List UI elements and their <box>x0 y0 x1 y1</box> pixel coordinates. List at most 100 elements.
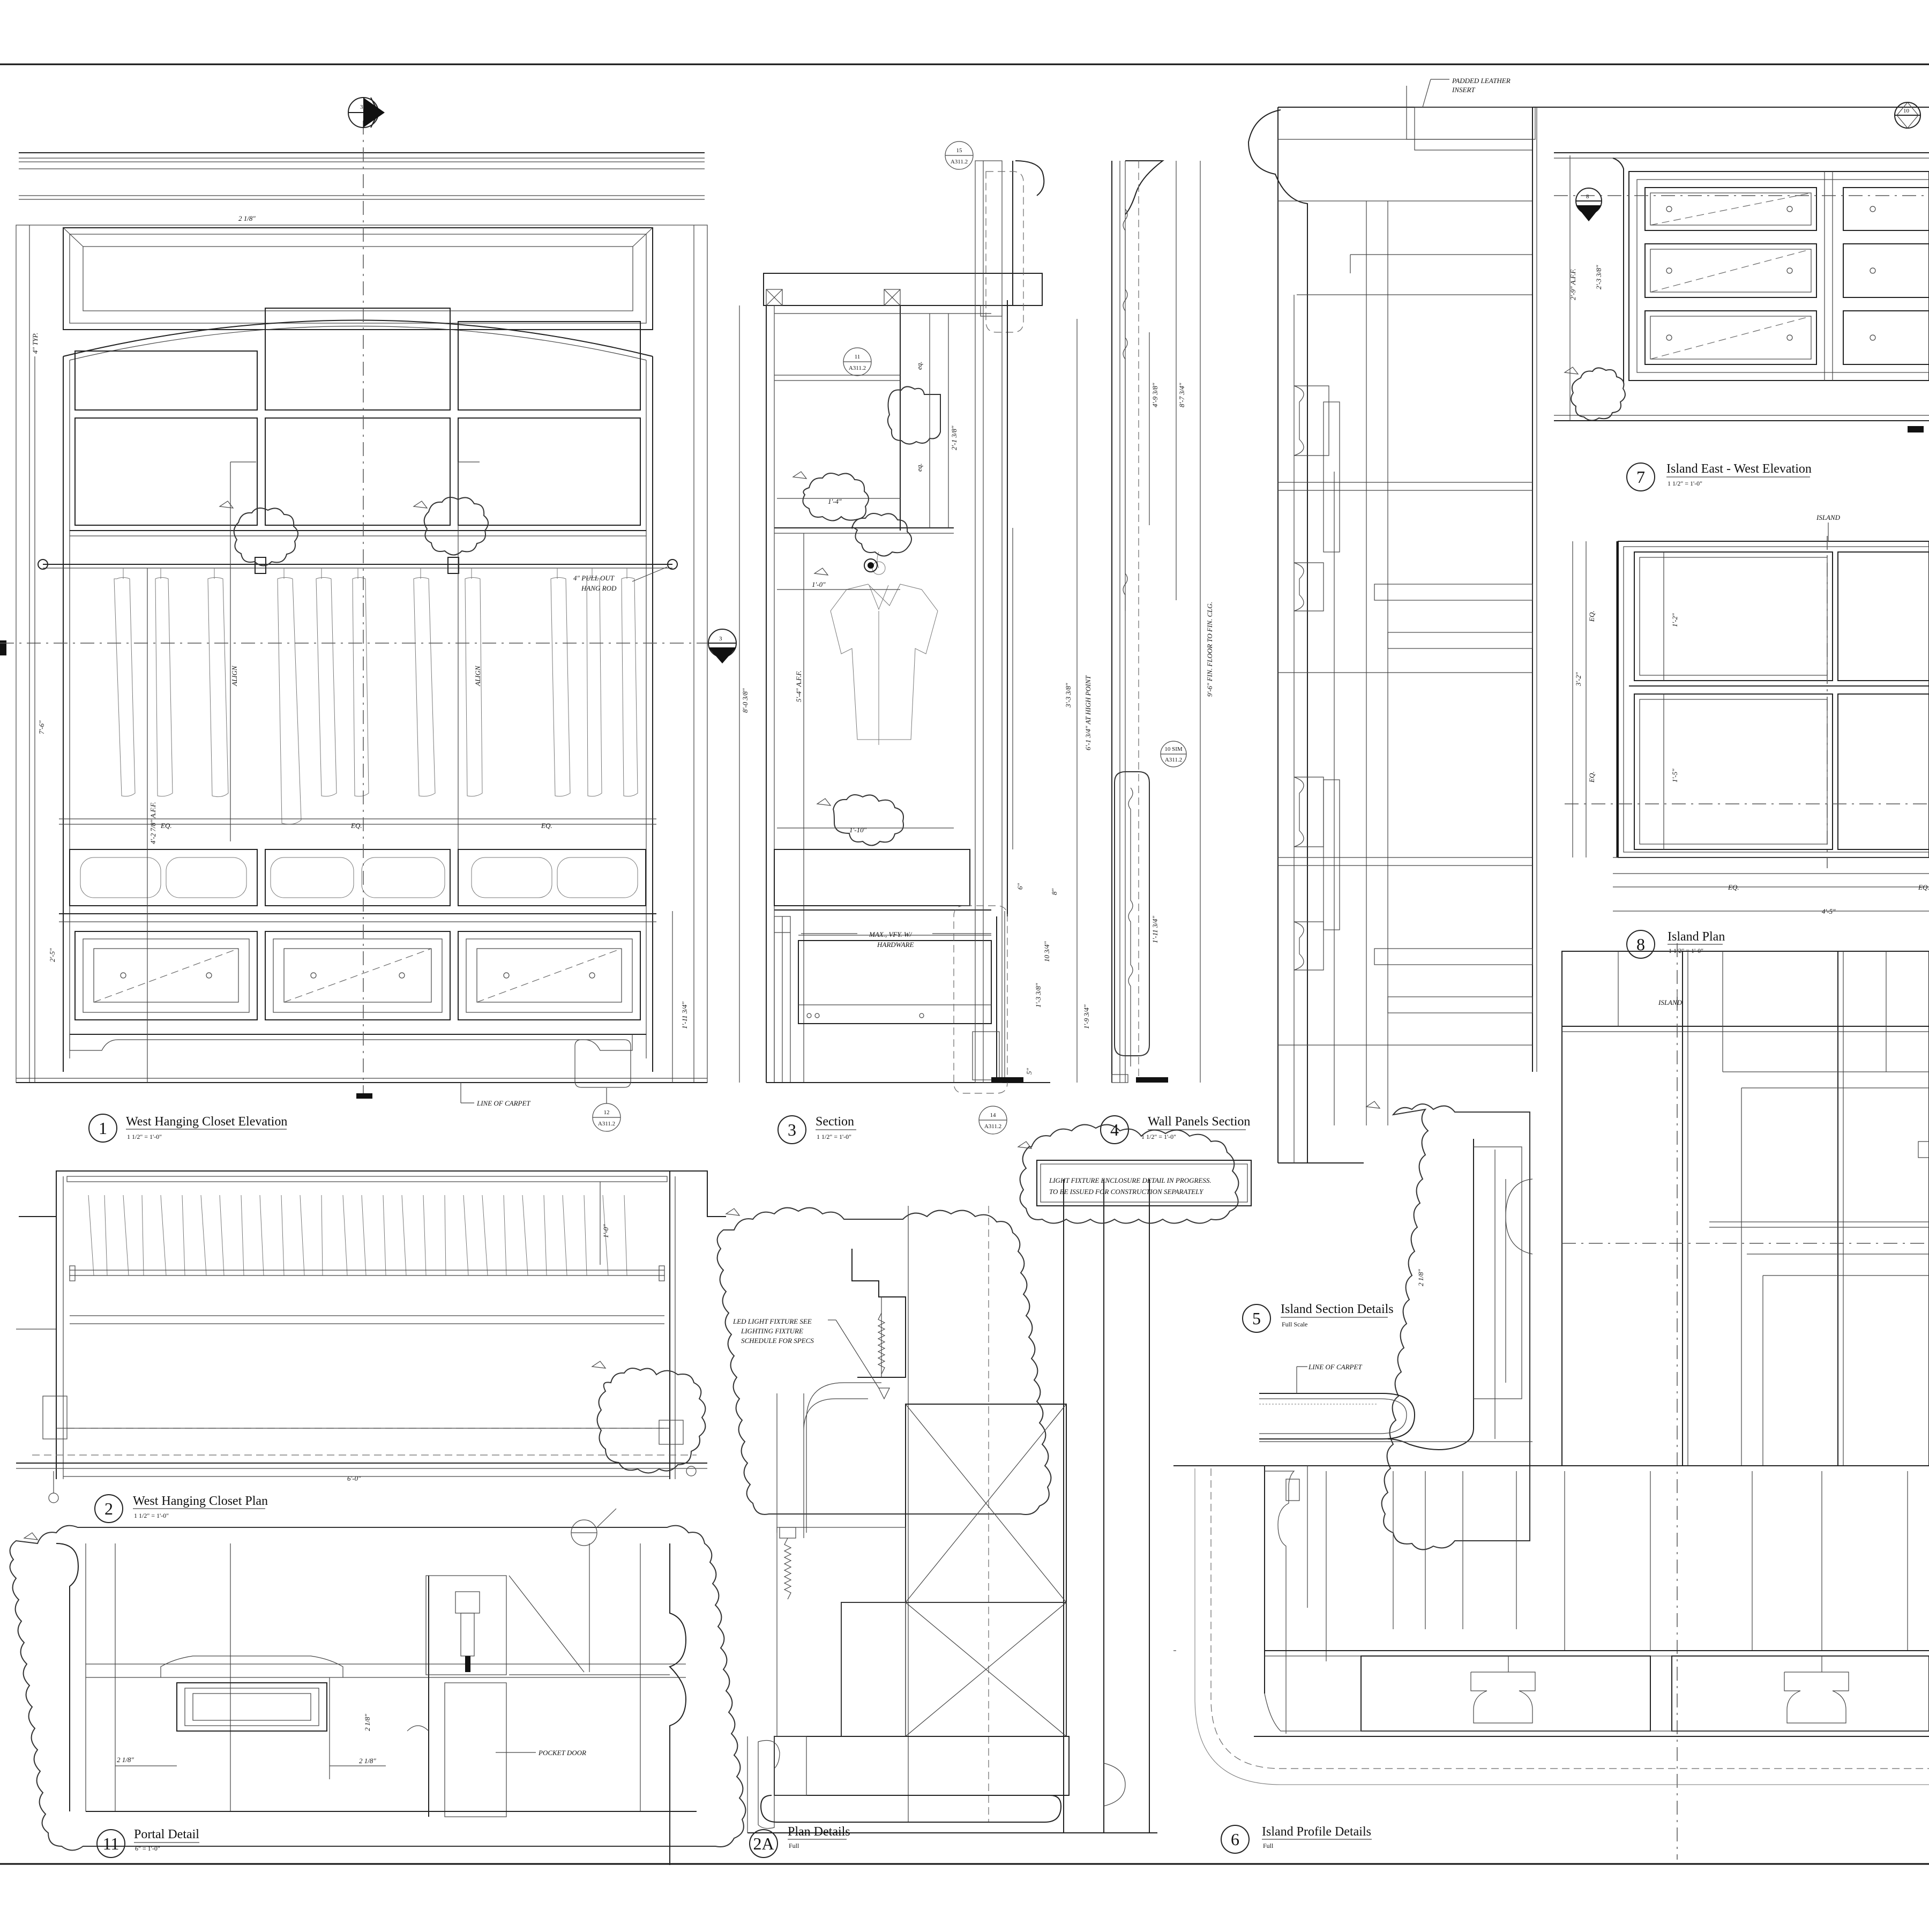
note-line-of-carpet-2: LINE OF CARPET <box>1308 1363 1362 1371</box>
dim-2-5: 2'-5" <box>48 948 56 962</box>
detail-8-number: 8 <box>1636 935 1645 954</box>
detail-6-island-profile: 6 Island Profile Details Full <box>1173 1465 1929 1854</box>
dim-eq-8a: EQ. <box>1728 883 1739 891</box>
note-align-right: ALIGN <box>474 665 482 687</box>
dim-at-high-point: 6'-1 3/4" AT HIGH POINT <box>1084 675 1092 750</box>
dim-fin-floor: 9'-6" FIN. FLOOR TO FIN. CLG. <box>1206 602 1214 697</box>
note-island-1: ISLAND <box>1816 513 1841 521</box>
detail-6-scale: Full <box>1263 1842 1274 1849</box>
dim-eq-lower-2: eq. <box>915 463 923 472</box>
dim-eq-8d: EQ. <box>1588 771 1596 783</box>
dim-1-9: 1'-9 3/4" <box>1082 1004 1090 1029</box>
note-led-2: LIGHTING FIXTURE <box>741 1327 803 1335</box>
tag-10-sim-sheet: A311.2 <box>1165 757 1182 763</box>
detail-11-number: 11 <box>103 1834 119 1853</box>
dim-1-11-aff: 1'-11 3/4" <box>681 1001 689 1029</box>
detail-4-wall-panels: 9'-6" FIN. FLOOR TO FIN. CLG. 8'-7 3/4" … <box>1100 160 1250 1144</box>
dim-8-in: 8" <box>1050 889 1058 896</box>
note-pull-out-2: HANG ROD <box>581 584 617 592</box>
tag-14: 14 <box>990 1112 997 1118</box>
tag-12: 12 <box>604 1109 610 1116</box>
note-light-fixture-2: TO BE ISSUED FOR CONSTRUCTION SEPARATELY <box>1049 1188 1204 1196</box>
dim-2-9: 2'-9" A.F.F. <box>1569 268 1577 300</box>
sheet-border <box>0 63 1929 1865</box>
dim-3-3: 3'-3 3/8" <box>1064 683 1072 708</box>
note-padded-leather-1: PADDED LEATHER <box>1452 77 1511 85</box>
tag-10: 10 <box>1903 108 1910 114</box>
dim-3-2: 3'-2" <box>1574 672 1582 687</box>
tag-11: 11 <box>855 354 861 360</box>
detail-3-number: 3 <box>788 1120 796 1139</box>
detail-3-scale: 1 1/2" = 1'-0" <box>817 1133 851 1140</box>
tag-15-sheet: A311.2 <box>951 159 968 165</box>
dim-6-0: 6'-0" <box>347 1474 361 1482</box>
note-pocket-door: POCKET DOOR <box>538 1749 586 1757</box>
dim-2-eighth-5: 2 1/8" <box>1417 1269 1425 1286</box>
dim-6-in: 6" <box>1016 883 1024 890</box>
detail-2a-title: Plan Details <box>788 1825 850 1839</box>
island-large-plan: ISLAND <box>1561 943 1929 1860</box>
note-max-vfy-1: MAX., VFY. W/ <box>869 930 913 938</box>
dim-4-typ: 4" TYP. <box>31 333 39 354</box>
detail-2a-number: 2A <box>753 1834 774 1853</box>
detail-5-number: 5 <box>1252 1309 1261 1328</box>
dim-2-3: 2'-3 3/8" <box>1595 265 1603 289</box>
detail-8-island-plan: EQ. EQ. 4'-5" 3'-2" EQ. EQ. 1'-2" 1'-5" … <box>1565 513 1929 959</box>
detail-5-scale: Full Scale <box>1282 1321 1307 1328</box>
note-align-left: ALIGN <box>230 665 238 687</box>
detail-2-number: 2 <box>104 1499 113 1518</box>
dim-1-3: 1'-3 3/8" <box>1034 983 1042 1008</box>
note-line-of-carpet-1: LINE OF CARPET <box>476 1099 530 1107</box>
dim-1-2: 1'-2" <box>1671 613 1679 627</box>
dim-4-5: 4'-5" <box>1822 907 1836 915</box>
tag-11-sheet: A311.2 <box>849 365 866 371</box>
note-led-3: SCHEDULE FOR SPECS <box>741 1337 814 1345</box>
dim-1-0: 1'-0" <box>812 580 826 588</box>
detail-7-number: 7 <box>1636 467 1645 487</box>
detail-11-title: Portal Detail <box>134 1827 199 1841</box>
dim-2-eighth-c: 2 1/8" <box>363 1714 371 1731</box>
detail-1-elevation: 12 A311.2 LINE OF CARPET 3 3 4" PULL OUT… <box>0 97 737 1143</box>
dim-eq-3: EQ. <box>541 822 552 830</box>
detail-3-section: 1'-4" 1'-0" 1'-10" eq. eq. 2'-1 3/8" 8'-… <box>739 141 1092 1144</box>
detail-7-island-elevation: 2'-9" A.F.F. 2'-3 3/8" 8 10 7 Island Eas… <box>1554 102 1929 491</box>
detail-6-title: Island Profile Details <box>1262 1825 1371 1839</box>
note-island-2: ISLAND <box>1658 998 1683 1006</box>
tag-8: 8 <box>1586 193 1589 200</box>
tag-15: 15 <box>956 147 963 154</box>
detail-3-title: Section <box>816 1115 854 1129</box>
dim-42-8: 4'-2 7/8" A.F.F. <box>149 802 157 844</box>
detail-2a-plan-details: LED LIGHT FIXTURE SEE LIGHTING FIXTURE S… <box>716 1124 1252 1858</box>
detail-4-title: Wall Panels Section <box>1148 1115 1250 1129</box>
dim-2-1: 2'-1 3/8" <box>950 426 958 450</box>
detail-5-island-section: PADDED LEATHER INSERT LINE OF CARPET 2 1… <box>1242 77 1929 1550</box>
detail-1-number: 1 <box>99 1118 107 1138</box>
note-max-vfy-2: HARDWARE <box>877 941 914 949</box>
detail-2a-scale: Full <box>789 1842 799 1849</box>
dim-1-4: 1'-4" <box>828 497 842 505</box>
detail-4-scale: 1 1/2" = 1'-0" <box>1141 1133 1176 1140</box>
dim-10: 10 3/4" <box>1043 941 1051 962</box>
dim-5-in: 5" <box>1025 1068 1033 1075</box>
revision-triangles <box>23 367 1579 1540</box>
dim-4-9: 4'-9 3/8" <box>1151 383 1159 407</box>
detail-7-title: Island East - West Elevation <box>1666 462 1812 476</box>
detail-2-scale: 1 1/2" = 1'-0" <box>134 1512 169 1519</box>
dim-8-0: 8'-0 3/8" <box>741 688 749 713</box>
dim-eq-8c: EQ. <box>1588 610 1596 622</box>
note-led-1: LED LIGHT FIXTURE SEE <box>732 1317 812 1325</box>
tag-10-sim: 10 SIM <box>1164 746 1183 752</box>
dim-2-eighth-top: 2 1/8" <box>238 214 256 222</box>
detail-6-number: 6 <box>1231 1830 1239 1849</box>
detail-1-title: West Hanging Closet Elevation <box>126 1115 287 1129</box>
dim-1-11: 1'-11 3/4" <box>1151 915 1159 943</box>
note-pull-out-1: 4" PULL OUT <box>573 574 615 582</box>
dim-1-0-v: 1'-0" <box>602 1224 610 1238</box>
dim-2-eighth-a: 2 1/8" <box>117 1756 134 1764</box>
note-padded-leather-2: INSERT <box>1452 86 1475 94</box>
detail-1-scale: 1 1/2" = 1'-0" <box>127 1133 162 1140</box>
detail-2-title: West Hanging Closet Plan <box>133 1494 268 1508</box>
dim-7-6: 7'-6" <box>38 720 46 734</box>
